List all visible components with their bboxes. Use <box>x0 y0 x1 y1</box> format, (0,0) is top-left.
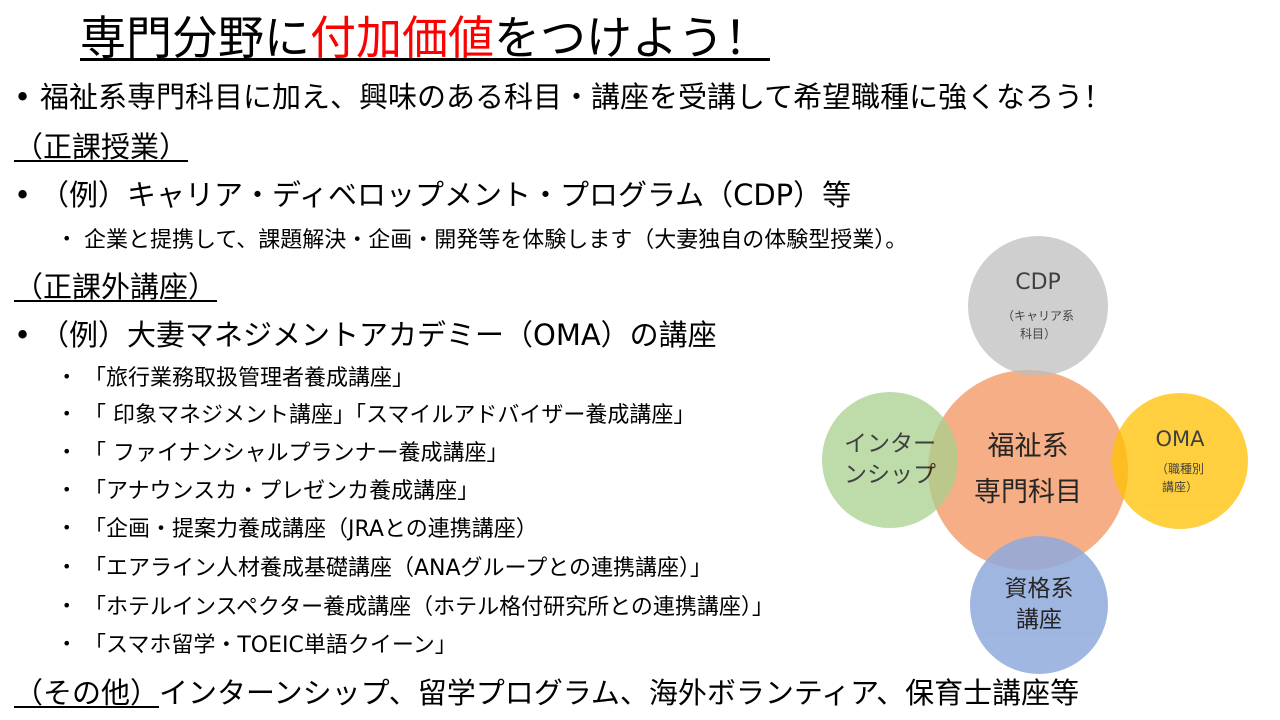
course-item: •「 ファイナンシャルプランナー養成講座」 <box>62 441 509 466</box>
title-part-2: をつけよう！ <box>494 11 770 65</box>
other-line: （その他）インターンシップ、留学プログラム、海外ボランティア、保育士講座等 <box>14 674 1079 712</box>
extra-item: •（例）大妻マネジメントアカデミー（OMA）の講座 <box>14 318 717 352</box>
bullet: • <box>14 178 32 212</box>
course-item: •「企画・提案力養成講座（JRAとの連携講座） <box>62 517 538 542</box>
diagram-circle-qualification: 資格系 講座 <box>970 536 1108 674</box>
bullet: • <box>14 318 32 352</box>
course-item: •「エアライン人材養成基礎講座（ANAグループとの連携講座）」 <box>62 556 713 581</box>
diagram-circle-oma: OMA （職種別 講座） <box>1112 393 1248 529</box>
page-title: 専門分野に付加価値をつけよう！ <box>80 0 770 76</box>
other-heading: （その他） <box>14 676 160 710</box>
extra-heading: （正課外講座） <box>14 270 218 304</box>
regular-heading: （正課授業） <box>14 130 189 164</box>
intro-text: 福祉系専門科目に加え、興味のある科目・講座を受講して希望職種に強くなろう！ <box>40 80 1113 114</box>
course-item: •「ホテルインスペクター養成講座（ホテル格付研究所との連携講座）」 <box>62 595 774 620</box>
course-item: •「スマホ留学・TOEIC単語クイーン」 <box>62 633 457 658</box>
diagram-circle-cdp: CDP （キャリア系 科目） <box>968 236 1108 376</box>
diagram-circle-internship: インター ンシップ <box>822 392 958 528</box>
other-text: インターンシップ、留学プログラム、海外ボランティア、保育士講座等 <box>159 676 1080 710</box>
course-item: •「アナウンスカ・プレゼンカ養成講座」 <box>62 479 480 504</box>
course-item: •「旅行業務取扱管理者養成講座」 <box>62 366 415 391</box>
regular-item: •（例）キャリア・ディベロップメント・プログラム（CDP）等 <box>14 178 852 212</box>
intro-line: •福祉系専門科目に加え、興味のある科目・講座を受講して希望職種に強くなろう！ <box>14 78 1112 116</box>
course-item: •「 印象マネジメント講座」「スマイルアドバイザー養成講座」 <box>62 403 696 428</box>
title-accent: 付加価値 <box>310 11 494 65</box>
regular-sub: •企業と提携して、課題解決・企画・開発等を体験します（大妻独自の体験型授業）。 <box>62 224 907 256</box>
title-part-1: 専門分野に <box>80 11 310 65</box>
bullet: • <box>14 80 32 114</box>
bullet: • <box>62 229 72 248</box>
